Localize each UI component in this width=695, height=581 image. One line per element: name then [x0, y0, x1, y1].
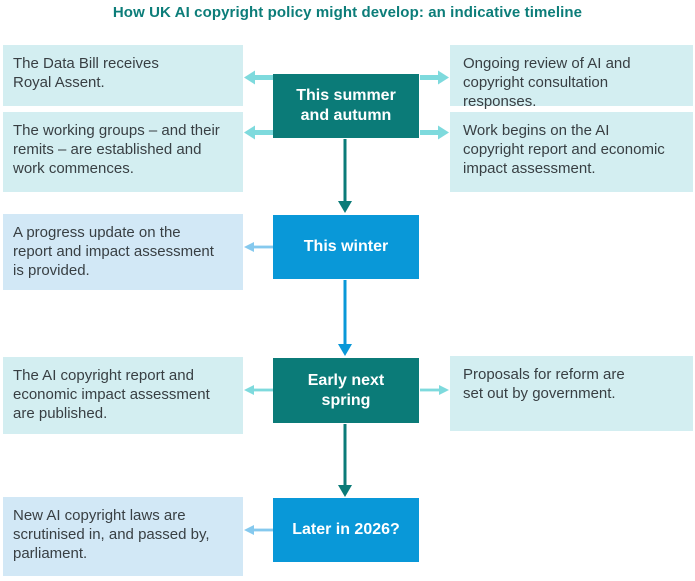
down-arrow-icon — [338, 139, 352, 213]
event-box-proposals-reform: Proposals for reform are set out by gove… — [450, 356, 693, 431]
event-box-report-published: The AI copyright report and economic imp… — [3, 357, 243, 434]
event-box-progress-update: A progress update on the report and impa… — [3, 214, 243, 290]
event-box-ongoing-review: Ongoing review of AI and copyright consu… — [450, 45, 693, 110]
right-arrow-icon — [420, 125, 449, 140]
stage-box-early-next-spring: Early next spring — [273, 358, 419, 423]
event-box-new-laws: New AI copyright laws are scrutinised in… — [3, 497, 243, 576]
stage-box-this-winter: This winter — [273, 215, 419, 279]
down-arrow-icon — [338, 280, 352, 356]
stage-box-summer-autumn: This summer and autumn — [273, 74, 419, 138]
event-box-working-groups: The working groups – and their remits – … — [3, 112, 243, 192]
left-arrow-icon — [244, 525, 273, 535]
diagram-title: How UK AI copyright policy might develop… — [112, 4, 583, 21]
left-arrow-icon — [244, 125, 273, 140]
left-arrow-icon — [244, 70, 273, 85]
right-arrow-icon — [420, 385, 449, 395]
left-arrow-icon — [244, 242, 273, 252]
event-box-work-begins: Work begins on the AI copyright report a… — [450, 112, 693, 192]
stage-box-later-2026: Later in 2026? — [273, 498, 419, 562]
right-arrow-icon — [420, 70, 449, 85]
left-arrow-icon — [244, 385, 273, 395]
down-arrow-icon — [338, 424, 352, 497]
event-box-data-bill: The Data Bill receives Royal Assent. — [3, 45, 243, 106]
